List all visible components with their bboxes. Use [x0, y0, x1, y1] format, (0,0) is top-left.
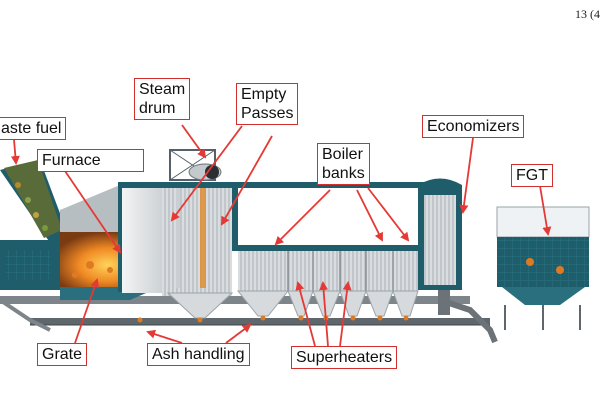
steam-drum-label: Steam drum [134, 78, 191, 120]
page-number: 13 (4 [575, 7, 600, 21]
ash-hoppers [166, 290, 419, 319]
arrow-fgt [539, 185, 552, 236]
boiler-banks-label-line2: banks [322, 165, 365, 182]
economizers-label: Economizers [422, 115, 525, 138]
arrow-boiler-banks-3 [367, 187, 410, 242]
arrow-superheaters-1 [295, 281, 316, 347]
arrow-economizers [459, 137, 474, 214]
arrow-superheaters-2 [319, 281, 329, 347]
ash-handling-label: Ash handling [147, 343, 250, 366]
arrow-ash-handling-2 [225, 323, 252, 344]
fgt-unit [496, 206, 590, 330]
steam-drum-label-line1: Steam [139, 81, 186, 98]
base-conveyor [0, 296, 498, 344]
waste-feeder [0, 160, 70, 332]
superheater-banks [238, 251, 418, 291]
economizer-tower [418, 178, 462, 315]
arrow-boiler-banks-2 [356, 189, 383, 242]
boiler-banks-label: Boiler banks [317, 143, 370, 185]
ash-drops [137, 315, 409, 323]
first-pass [122, 188, 232, 296]
waste-fuel-label: aste fuel [0, 117, 67, 140]
fgt-label: FGT [511, 164, 553, 187]
furnace-label: Furnace [37, 149, 144, 172]
empty-passes-label-line2: Passes [241, 105, 294, 122]
empty-passes-label: Empty Passes [236, 83, 299, 125]
empty-passes-label-line1: Empty [241, 86, 287, 103]
superheaters-label: Superheaters [291, 346, 398, 369]
grate-label: Grate [37, 343, 88, 366]
arrow-boiler-banks-1 [274, 189, 331, 246]
arrow-waste-fuel [10, 139, 20, 165]
boiler-banks-label-line1: Boiler [322, 146, 363, 163]
steam-drum-label-line2: drum [139, 100, 176, 117]
boiler-frame [118, 182, 440, 292]
arrow-empty-passes-1 [170, 125, 243, 222]
arrow-furnace [64, 170, 122, 254]
arrow-ash-handling-1 [146, 329, 183, 344]
pointer-arrows [10, 124, 552, 347]
arrow-superheaters-3 [339, 281, 352, 347]
steam-drum-structure [169, 149, 222, 181]
arrow-grate [74, 278, 99, 344]
arrow-steam-drum [181, 124, 207, 159]
arrow-empty-passes-2 [221, 135, 273, 226]
